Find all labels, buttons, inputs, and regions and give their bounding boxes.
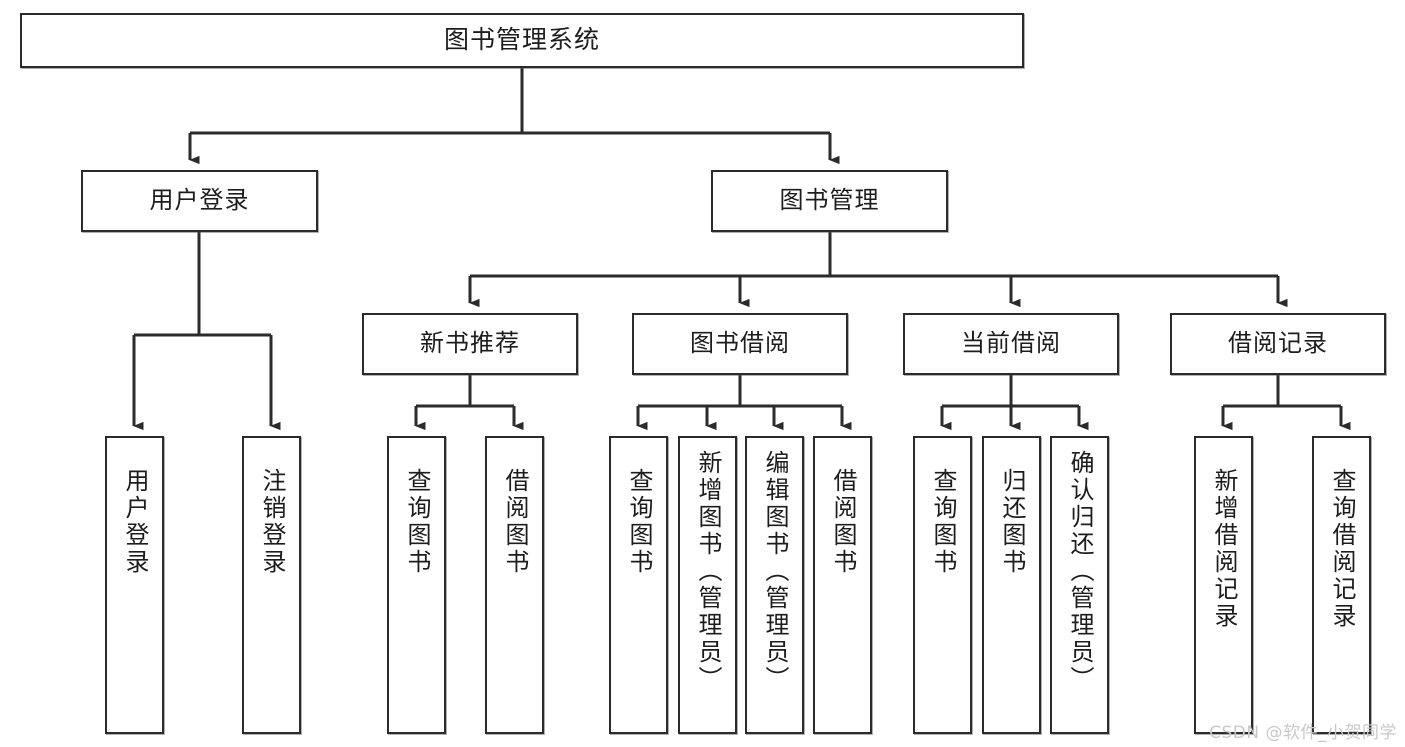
node-label: 新增借阅记录: [1209, 468, 1238, 630]
node-user-login[interactable]: 用户登录: [81, 170, 318, 232]
node-label: 图书借阅: [690, 329, 790, 358]
node-book-borrow[interactable]: 图书借阅: [632, 313, 848, 375]
node-label: 查询图书: [402, 468, 431, 576]
leaf-edit-book-admin[interactable]: 编辑图书（管理员）: [745, 436, 804, 734]
node-root-book-management-system[interactable]: 图书管理系统: [20, 13, 1024, 68]
node-label: 新书推荐: [420, 329, 520, 358]
node-label: 确认归还（管理员）: [1065, 450, 1094, 693]
node-label: 归还图书: [997, 468, 1026, 576]
node-book-management[interactable]: 图书管理: [711, 170, 948, 232]
leaf-add-borrow-record[interactable]: 新增借阅记录: [1194, 436, 1253, 734]
csdn-watermark: CSDN @软件_小贺同学: [1209, 723, 1397, 743]
node-new-book-recommend[interactable]: 新书推荐: [362, 313, 578, 375]
node-label: 借阅图书: [500, 468, 529, 576]
node-label: 借阅图书: [828, 468, 857, 576]
node-label: 查询图书: [624, 468, 653, 576]
leaf-logout[interactable]: 注销登录: [242, 436, 301, 734]
leaf-query-borrow-record[interactable]: 查询借阅记录: [1312, 436, 1371, 734]
leaf-confirm-return-admin[interactable]: 确认归还（管理员）: [1050, 436, 1109, 734]
node-label: 查询借阅记录: [1327, 468, 1356, 630]
node-label: 图书管理系统: [443, 25, 600, 55]
node-label: 借阅记录: [1228, 329, 1328, 358]
node-borrow-record[interactable]: 借阅记录: [1170, 313, 1386, 375]
leaf-borrow-book-recommend[interactable]: 借阅图书: [485, 436, 544, 734]
leaf-query-book-recommend[interactable]: 查询图书: [387, 436, 446, 734]
leaf-return-book[interactable]: 归还图书: [982, 436, 1041, 734]
node-label: 注销登录: [257, 468, 286, 576]
leaf-query-book-borrow[interactable]: 查询图书: [609, 436, 668, 734]
node-label: 图书管理: [779, 186, 880, 215]
leaf-add-book-admin[interactable]: 新增图书（管理员）: [678, 436, 737, 734]
node-current-borrow[interactable]: 当前借阅: [903, 313, 1119, 375]
leaf-user-login[interactable]: 用户登录: [105, 436, 164, 734]
node-label: 用户登录: [120, 468, 149, 576]
node-label: 查询图书: [928, 468, 957, 576]
node-label: 当前借阅: [961, 329, 1061, 358]
leaf-query-book-current[interactable]: 查询图书: [913, 436, 972, 734]
node-label: 用户登录: [149, 186, 250, 215]
node-label: 编辑图书（管理员）: [760, 450, 789, 693]
leaf-borrow-book[interactable]: 借阅图书: [813, 436, 872, 734]
node-label: 新增图书（管理员）: [693, 450, 722, 693]
